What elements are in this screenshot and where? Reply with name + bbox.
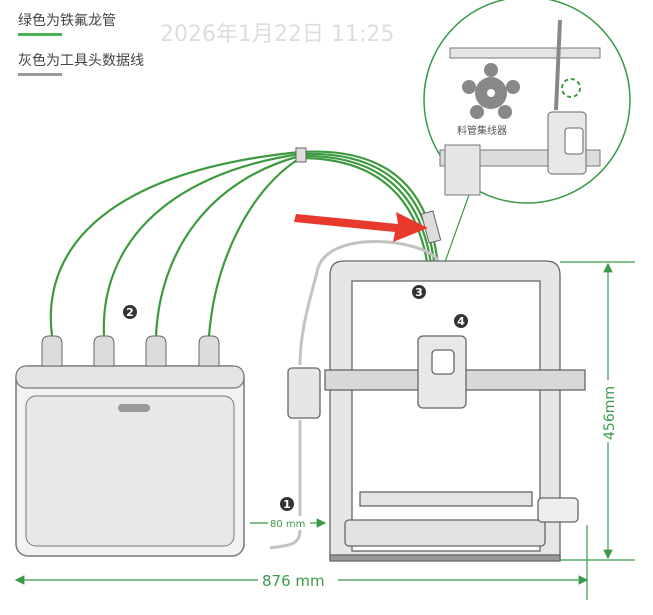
magnified-callout: 料管集线器 <box>423 0 631 263</box>
marker-1: 1 <box>283 498 291 511</box>
printer <box>287 260 586 562</box>
filament-buffer <box>287 367 321 419</box>
gap-dimension-label: 80 mm <box>270 519 305 530</box>
legend-green: 绿色为铁氟龙管 <box>18 10 116 36</box>
toolhead-cable <box>269 240 440 550</box>
marker-4: 4 <box>457 315 465 328</box>
marker-3: 3 <box>415 286 423 299</box>
hub-icon <box>462 63 520 119</box>
gray-underline <box>18 73 62 76</box>
hub-label: 料管集线器 <box>457 124 507 137</box>
red-arrow <box>294 212 428 242</box>
green-underline <box>18 33 62 36</box>
height-dimension-label: 456mm <box>602 386 618 440</box>
legend-gray: 灰色为工具头数据线 <box>18 50 144 76</box>
marker-2: 2 <box>126 306 134 319</box>
watermark: 2026年1月22日 11:25 <box>160 22 395 47</box>
highlight-ring <box>561 78 581 98</box>
legend-gray-label: 灰色为工具头数据线 <box>18 53 144 69</box>
ams-unit <box>15 335 245 557</box>
legend-green-label: 绿色为铁氟龙管 <box>18 13 116 29</box>
tube-clip <box>295 147 307 163</box>
build-plate <box>359 491 533 507</box>
width-dimension-label: 876 mm <box>262 572 325 590</box>
